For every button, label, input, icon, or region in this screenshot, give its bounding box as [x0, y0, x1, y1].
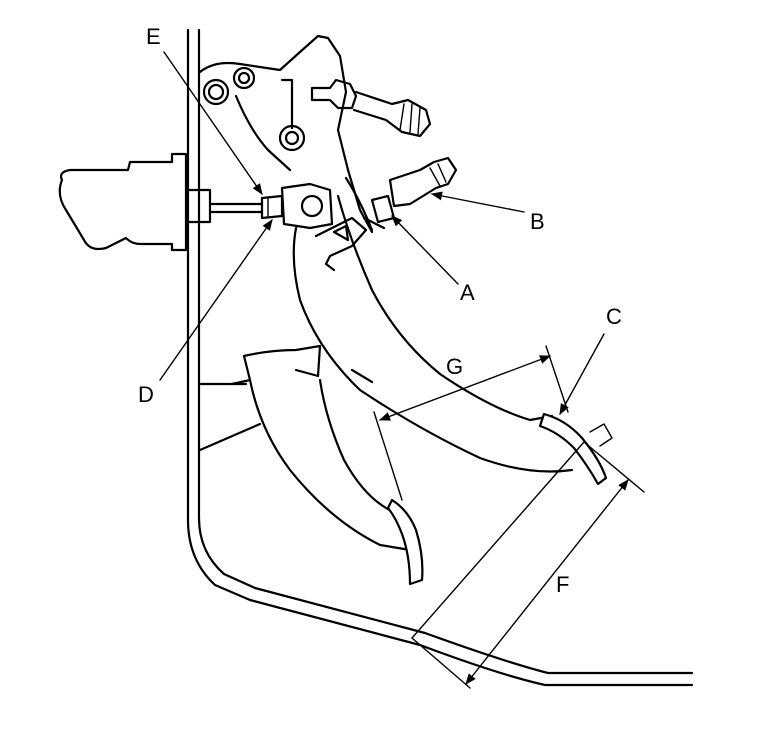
label-e: E — [146, 24, 161, 49]
leader-lines — [159, 51, 605, 415]
switch-b — [388, 156, 458, 208]
master-cylinder — [58, 152, 264, 252]
pedal-bracket — [198, 34, 374, 234]
upper-switch — [310, 78, 432, 138]
stop-bracket — [314, 216, 368, 272]
label-f: F — [556, 572, 569, 597]
brake-pedal-pad — [538, 412, 613, 486]
label-d: D — [138, 382, 154, 407]
label-b: B — [530, 209, 545, 234]
clutch-pedal-pad — [386, 498, 424, 586]
floor-bracket — [198, 382, 262, 452]
label-g: G — [446, 354, 463, 379]
clutch-pedal-arm — [230, 344, 412, 552]
clevis — [260, 182, 334, 230]
label-a: A — [460, 280, 475, 305]
dimension-f — [411, 441, 645, 689]
dimension-g — [373, 345, 569, 501]
firewall-outline — [186, 28, 694, 687]
label-c: C — [606, 304, 622, 329]
